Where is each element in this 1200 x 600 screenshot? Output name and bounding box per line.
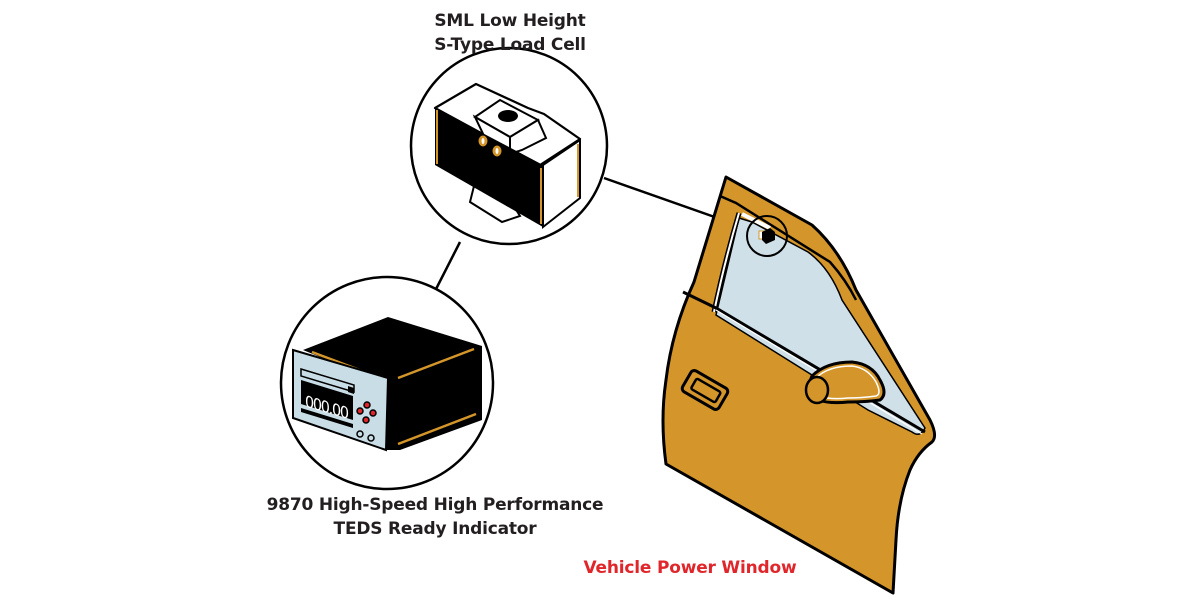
window-frame-top	[719, 194, 858, 301]
indicator-display	[301, 380, 353, 420]
door-pull	[680, 369, 730, 411]
load-cell-title: SML Low Height S-Type Load Cell	[400, 9, 620, 57]
mini-load-cell	[758, 228, 775, 244]
door-callout-circle	[746, 215, 788, 257]
indicator-title-line1: 9870 High-Speed High Performance	[266, 495, 604, 515]
indicator-buttons	[356, 401, 377, 442]
application-title: Vehicle Power Window	[560, 556, 820, 580]
load-cell-front-face	[435, 108, 543, 227]
connector-indicator-to-loadcell	[432, 241, 462, 294]
car-door-icon	[661, 175, 937, 595]
digital-indicator-icon: 000.00	[279, 275, 495, 491]
application-title-text: Vehicle Power Window	[583, 558, 797, 578]
load-cell-title-line1: SML Low Height	[434, 11, 586, 31]
load-cell-title-line2: S-Type Load Cell	[434, 35, 586, 55]
indicator-title: 9870 High-Speed High Performance TEDS Re…	[250, 493, 620, 541]
s-type-load-cell-icon	[409, 46, 609, 246]
indicator-housing	[303, 317, 482, 450]
indicator-title-line2: TEDS Ready Indicator	[333, 519, 537, 539]
